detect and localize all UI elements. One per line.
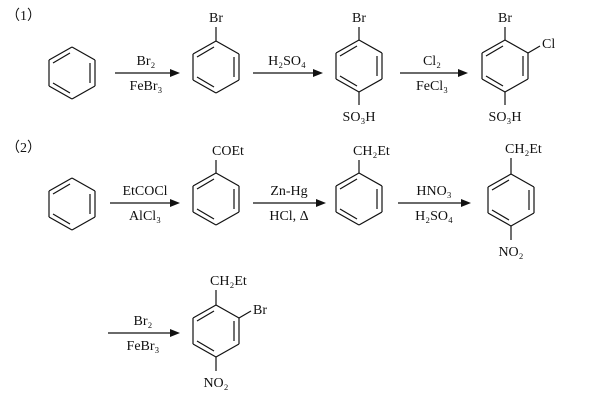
final-product-no2-label: NO₂ <box>203 376 228 391</box>
propylbenzene-ring <box>335 172 383 226</box>
benzene-ring-2 <box>48 177 96 231</box>
reagent-step-5-top: Zn-Hg <box>270 184 307 199</box>
reagent-step-7-top: Br₂ <box>134 314 153 329</box>
nitro-product-ring <box>487 173 535 227</box>
part-label-1: （1） <box>6 8 41 24</box>
reagent-step-5-bottom: HCl, Δ <box>269 209 308 224</box>
bromosulfonic-ring <box>335 39 383 93</box>
reagent-step-2-top: H₂SO₄ <box>268 54 306 69</box>
chloro-product-ring <box>481 39 529 93</box>
bromobenzene-br-label: Br <box>209 11 223 26</box>
reagent-step-6-bottom: H₂SO₄ <box>415 209 453 224</box>
reagent-step-4-bottom: AlCl₃ <box>129 209 161 224</box>
nitro-product-no2-label: NO₂ <box>498 245 523 260</box>
arrow-step-4 <box>110 199 180 207</box>
bromobenzene-ring <box>192 40 240 94</box>
benzene-ring-1 <box>48 46 96 100</box>
reagent-step-1-top: Br₂ <box>137 54 156 69</box>
final-product-br-label: Br <box>253 303 267 318</box>
reagent-step-1-bottom: FeBr₃ <box>130 79 163 94</box>
reagent-step-6-top: HNO₃ <box>416 184 451 199</box>
reagent-step-3-bottom: FeCl₃ <box>416 79 448 94</box>
reagent-step-3-top: Cl₂ <box>423 54 441 69</box>
propylbenzene-ch2et-label: CH₂Et <box>353 144 390 159</box>
bromosulfonic-br-label: Br <box>352 11 366 26</box>
part-label-2: （2） <box>6 140 41 156</box>
arrow-step-3 <box>400 69 468 77</box>
arrow-step-6 <box>398 199 471 207</box>
nitro-product-ch2et-label: CH₂Et <box>505 142 542 157</box>
arrow-step-1 <box>115 69 180 77</box>
reagent-step-4-top: EtCOCl <box>122 184 167 199</box>
arrow-step-7 <box>108 329 180 337</box>
bromosulfonic-so3h-label: SO₃H <box>343 110 376 125</box>
chloro-product-cl-label: Cl <box>542 37 555 52</box>
ketone-ring <box>192 172 240 226</box>
ketone-coet-label: COEt <box>212 144 244 159</box>
chloro-product-so3h-label: SO₃H <box>489 110 522 125</box>
final-product-ch2et-label: CH₂Et <box>210 274 247 289</box>
reagent-step-7-bottom: FeBr₃ <box>127 339 160 354</box>
arrow-step-2 <box>253 69 323 77</box>
chloro-product-br-label: Br <box>498 11 512 26</box>
arrow-step-5 <box>253 199 326 207</box>
final-product-ring <box>192 304 240 358</box>
